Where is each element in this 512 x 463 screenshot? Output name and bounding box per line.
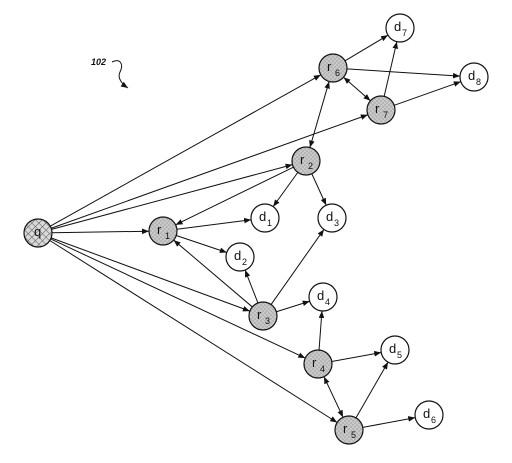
edge-q-r5 <box>49 240 338 423</box>
edges-layer <box>49 34 461 428</box>
node-r1-circle <box>148 216 178 246</box>
edge-r2-d1 <box>272 172 299 207</box>
node-d2-subscript: 2 <box>242 257 247 267</box>
node-d1-circle <box>250 203 280 233</box>
node-r6-label: r <box>327 59 332 74</box>
node-r6-circle <box>318 53 348 83</box>
node-r7-circle <box>366 95 396 125</box>
node-d7-subscript: 7 <box>402 28 407 38</box>
edge-r4-d5 <box>331 351 382 362</box>
reference-numeral: 102 <box>91 57 106 67</box>
node-r5-subscript: 5 <box>351 430 356 440</box>
edge-r4-r5 <box>323 376 344 418</box>
node-r4-circle <box>303 349 333 379</box>
edge-r5-d5 <box>355 361 389 419</box>
node-r3-circle <box>248 301 278 331</box>
node-d2-circle <box>225 242 255 272</box>
edge-r6-d8 <box>346 68 461 79</box>
node-r1-subscript: 1 <box>165 231 170 241</box>
node-d3-circle <box>317 203 347 233</box>
edge-r6-d7 <box>344 34 389 62</box>
node-q-label: q <box>34 224 41 239</box>
edge-r1-d1 <box>176 217 252 230</box>
node-d8-subscript: 8 <box>476 77 481 87</box>
edge-r7-d8 <box>394 81 461 106</box>
edge-r1-d2 <box>176 235 227 253</box>
node-d3-subscript: 3 <box>334 218 339 228</box>
node-d7-circle <box>385 13 415 43</box>
node-r2-subscript: 2 <box>308 161 313 171</box>
edge-q-r1 <box>51 228 150 235</box>
node-r3-subscript: 3 <box>265 316 270 326</box>
node-d1-label: d <box>259 209 266 224</box>
reference-callout: 102 <box>91 57 129 89</box>
node-r6-subscript: 6 <box>335 68 340 78</box>
node-q-circle <box>23 218 53 248</box>
edge-r5-d6 <box>362 416 416 428</box>
node-r5-circle <box>334 415 364 445</box>
edge-r3-d4 <box>276 300 310 313</box>
node-r1-label: r <box>157 222 162 237</box>
node-d2-label: d <box>234 248 241 263</box>
node-d7-label: d <box>394 19 401 34</box>
node-d5-label: d <box>389 341 396 356</box>
edge-r6-r7 <box>343 76 371 102</box>
node-d5-circle <box>380 335 410 365</box>
node-d3-label: d <box>326 209 333 224</box>
edge-r2-r1 <box>175 166 294 226</box>
node-r2-circle <box>291 146 321 176</box>
node-r4-subscript: 4 <box>320 364 325 374</box>
node-r5-label: r <box>343 421 348 436</box>
edge-q-r3 <box>50 237 251 312</box>
node-r3-label: r <box>257 307 262 322</box>
edge-r6-r2 <box>309 81 330 148</box>
edge-r2-d3 <box>311 173 327 206</box>
node-q: q <box>23 218 53 248</box>
edge-q-r2 <box>51 163 293 230</box>
edge-r4-d4 <box>318 310 325 351</box>
reference-leader-line <box>111 60 129 89</box>
edge-r3-d2 <box>244 269 259 304</box>
edge-r3-r1 <box>173 239 253 308</box>
node-r4-label: r <box>312 355 317 370</box>
node-r2-label: r <box>300 152 305 167</box>
node-d1-subscript: 1 <box>267 218 272 228</box>
node-d6-circle <box>414 400 444 430</box>
node-d8-label: d <box>468 68 475 83</box>
edge-q-r6 <box>49 74 322 227</box>
node-d8-circle <box>459 62 489 92</box>
edge-q-r4 <box>50 238 306 359</box>
edge-r7-d7 <box>383 41 398 97</box>
edge-r3-d3 <box>270 229 325 305</box>
node-d4-label: d <box>317 288 324 303</box>
node-d4-circle <box>308 282 338 312</box>
node-r7-label: r <box>375 101 380 116</box>
node-d4-subscript: 4 <box>325 297 330 307</box>
node-d5-subscript: 5 <box>397 350 402 360</box>
node-d6-subscript: 6 <box>431 415 436 425</box>
node-d6-label: d <box>423 406 430 421</box>
node-r7-subscript: 7 <box>383 110 388 120</box>
